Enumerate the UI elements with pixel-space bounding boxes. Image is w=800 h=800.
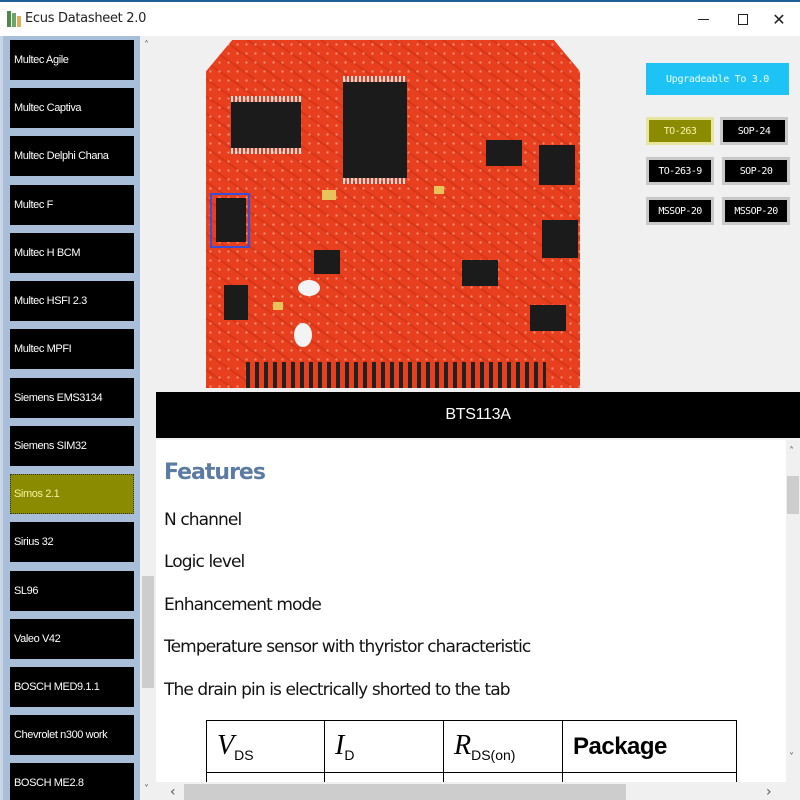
sidebar-item-multec-f[interactable]: Multec F xyxy=(10,185,134,225)
feature-item: Enhancement mode xyxy=(164,595,322,615)
datasheet-view: Features N channel Logic level Enhanceme… xyxy=(156,440,786,782)
package-button-sop-20[interactable]: SOP-20 xyxy=(722,157,790,185)
scroll-down-icon[interactable]: ˅ xyxy=(144,784,149,795)
package-header: Package xyxy=(573,732,667,760)
sidebar-item-multec-agile[interactable]: Multec Agile xyxy=(10,40,134,80)
sidebar-scrollbar[interactable]: ˄ ˅ xyxy=(140,36,156,800)
table-header-row: VDS ID RDS(on) Package xyxy=(206,720,737,773)
component-highlight-box xyxy=(210,193,250,248)
sidebar-item-bosch-med9-1-1[interactable]: BOSCH MED9.1.1 xyxy=(10,667,134,707)
ecu-board-image xyxy=(206,40,580,388)
feature-item: Logic level xyxy=(164,552,245,572)
sidebar-item-multec-captiva[interactable]: Multec Captiva xyxy=(10,88,134,128)
features-heading: Features xyxy=(164,460,266,485)
package-button-to-263[interactable]: TO-263 xyxy=(646,117,714,145)
sidebar-item-bosch-me2-8[interactable]: BOSCH ME2.8 xyxy=(10,763,134,800)
scroll-down-icon[interactable]: ˅ xyxy=(789,752,794,763)
window-title: Ecus Datasheet 2.0 xyxy=(25,11,147,26)
sidebar-item-multec-hsfi[interactable]: Multec HSFI 2.3 xyxy=(10,281,134,321)
sidebar-item-valeo-v42[interactable]: Valeo V42 xyxy=(10,619,134,659)
scroll-right-icon[interactable]: › xyxy=(766,784,772,800)
datasheet-horizontal-scrollbar[interactable]: ‹ › xyxy=(156,782,800,800)
datasheet-vertical-scrollbar[interactable]: ˄ ˅ xyxy=(786,440,800,782)
feature-item: N channel xyxy=(164,510,242,530)
sidebar-item-siemens-sim32[interactable]: Siemens SIM32 xyxy=(10,426,134,466)
minimize-button[interactable] xyxy=(680,2,726,36)
id-header: I xyxy=(335,730,345,761)
sidebar-item-siemens-ems3134[interactable]: Siemens EMS3134 xyxy=(10,378,134,418)
feature-item: The drain pin is electrically shorted to… xyxy=(164,680,511,700)
scroll-left-icon[interactable]: ‹ xyxy=(170,784,176,800)
vds-header: V xyxy=(217,730,235,761)
table-row xyxy=(206,772,737,782)
package-button-to-263-9[interactable]: TO-263-9 xyxy=(646,157,714,185)
sidebar-item-simos-2-1[interactable]: Simos 2.1 xyxy=(10,474,134,514)
upgrade-button[interactable]: Upgradeable To 3.0 xyxy=(646,63,789,95)
part-name-header: BTS113A xyxy=(156,392,800,438)
app-logo-icon xyxy=(7,11,21,27)
sidebar-item-multec-mpfi[interactable]: Multec MPFI xyxy=(10,329,134,369)
scroll-up-icon[interactable]: ˄ xyxy=(789,446,794,457)
sidebar-scroll-thumb[interactable] xyxy=(142,576,154,688)
close-icon: ✕ xyxy=(772,9,786,29)
package-button-mssop-20[interactable]: MSSOP-20 xyxy=(646,197,714,225)
package-button-mssop-20-b[interactable]: MSSOP-20 xyxy=(722,197,790,225)
close-button[interactable]: ✕ xyxy=(756,2,800,36)
sidebar-item-multec-delphi-chana[interactable]: Multec Delphi Chana xyxy=(10,136,134,176)
ecu-list-sidebar: Multec Agile Multec Captiva Multec Delph… xyxy=(0,36,140,800)
spec-table: VDS ID RDS(on) Package xyxy=(206,720,737,782)
sidebar-item-multec-h-bcm[interactable]: Multec H BCM xyxy=(10,233,134,273)
vertical-scroll-thumb[interactable] xyxy=(787,476,799,514)
title-bar: Ecus Datasheet 2.0 ✕ xyxy=(0,2,800,36)
sidebar-item-sl96[interactable]: SL96 xyxy=(10,571,134,611)
package-button-sop-24[interactable]: SOP-24 xyxy=(720,117,788,145)
sidebar-item-chevrolet-n300[interactable]: Chevrolet n300 work xyxy=(10,715,134,755)
maximize-icon xyxy=(738,13,748,25)
maximize-button[interactable] xyxy=(720,2,766,36)
scroll-up-icon[interactable]: ˄ xyxy=(144,40,149,51)
feature-item: Temperature sensor with thyristor charac… xyxy=(164,637,531,657)
rds-on-header: R xyxy=(454,730,472,761)
main-panel: Upgradeable To 3.0 TO-263 SOP-24 TO-263-… xyxy=(156,36,800,800)
sidebar-item-sirius-32[interactable]: Sirius 32 xyxy=(10,522,134,562)
minimize-icon xyxy=(697,18,709,20)
horizontal-scroll-thumb[interactable] xyxy=(184,784,626,800)
